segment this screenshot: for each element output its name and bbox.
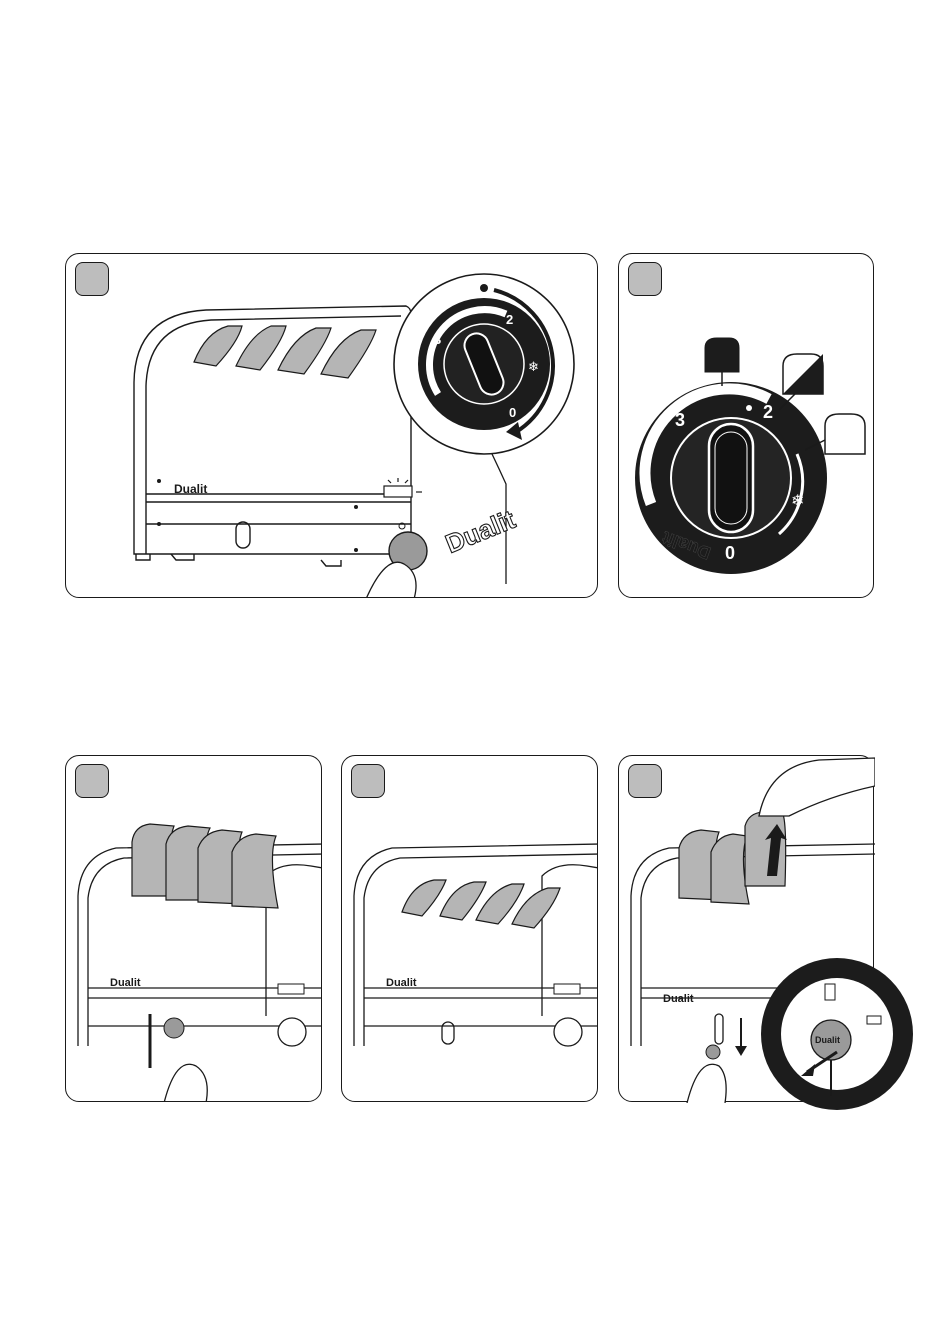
brand-label: Dualit <box>110 977 141 989</box>
step-panel-1: Dualit Dualit 3 2 0 ❄ <box>65 253 598 598</box>
indicator-light <box>554 984 580 994</box>
dial-settings-illustration: 3 2 0 ❄ Dualit <box>619 254 874 598</box>
timer-knob <box>278 1018 306 1046</box>
lever <box>706 1045 720 1059</box>
dial-number-0: 0 <box>509 405 516 420</box>
dial-magnifier: 3 2 0 ❄ <box>394 274 574 454</box>
lever[interactable] <box>164 1018 184 1038</box>
timer-knob <box>554 1018 582 1046</box>
step-panel-2: 3 2 0 ❄ Dualit <box>618 253 874 598</box>
dial-number-2: 2 <box>506 312 513 327</box>
dial-pointer <box>709 424 753 532</box>
indicator-light <box>278 984 304 994</box>
toaster-toasting-illustration: Dualit <box>342 756 598 1102</box>
snowflake-icon: ❄ <box>791 493 804 510</box>
toaster-body <box>354 844 598 1046</box>
snowflake-icon: ❄ <box>528 359 539 374</box>
dial-number-3: 3 <box>675 410 685 430</box>
hand-icon <box>759 758 875 816</box>
dial-number-3: 3 <box>434 332 441 347</box>
plug-brand: Dualit <box>815 1035 840 1045</box>
unplug-magnifier: Dualit <box>759 956 919 1116</box>
bread-slices <box>132 824 278 908</box>
hand-icon <box>366 562 416 598</box>
step-panel-3: Dualit <box>65 755 322 1102</box>
bread-slots <box>402 880 560 928</box>
toaster-lever-illustration: Dualit <box>66 756 322 1102</box>
brand-label: Dualit <box>174 482 207 496</box>
side-brand: Dualit <box>441 504 520 559</box>
indicator-light <box>384 486 412 497</box>
toast-dark-icon <box>705 338 739 386</box>
step-panel-5: Dualit Dualit <box>618 755 874 1102</box>
dial-number-0: 0 <box>725 543 735 563</box>
step-panel-4: Dualit <box>341 755 598 1102</box>
brand-label: Dualit <box>386 977 417 989</box>
hand-icon <box>687 1064 726 1103</box>
dial-number-2: 2 <box>763 402 773 422</box>
toaster-dial-illustration: Dualit Dualit 3 2 0 ❄ <box>66 254 598 598</box>
hand-icon <box>164 1064 207 1102</box>
brand-label: Dualit <box>663 993 694 1005</box>
